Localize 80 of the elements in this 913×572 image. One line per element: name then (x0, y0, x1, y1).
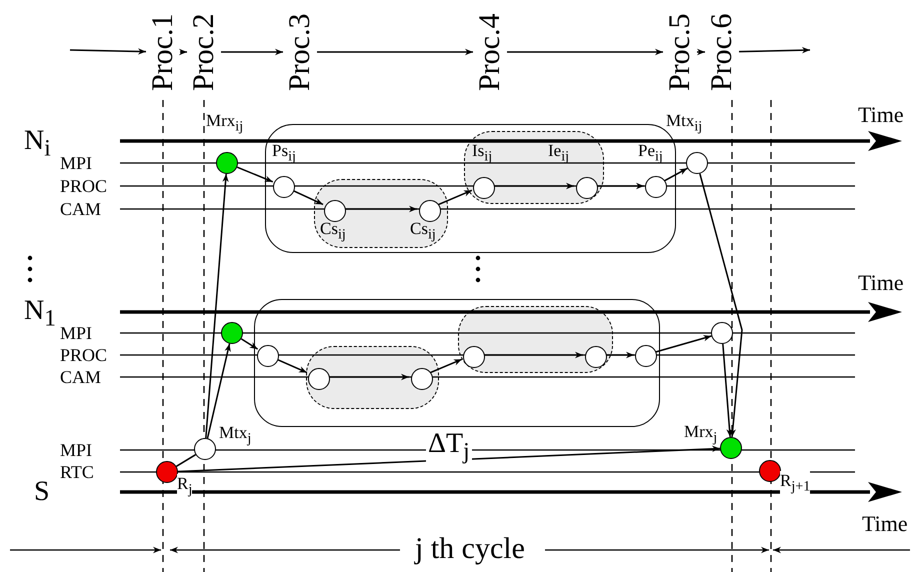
axis-label: Time (858, 104, 904, 126)
event-label: R$_{j+1}$ (780, 471, 810, 495)
arrow (493, 182, 574, 190)
lane-label: CAM (60, 368, 102, 386)
arrow (596, 182, 644, 190)
arrow (236, 166, 274, 183)
event-circle (257, 345, 279, 367)
arrow (483, 352, 583, 358)
arrow (179, 48, 187, 56)
arrow (276, 358, 308, 374)
lane-label: CAM (60, 200, 102, 218)
event-circle (216, 152, 238, 174)
event-circle (576, 177, 598, 199)
event-label: Mrx$_{ij}$ (206, 112, 244, 134)
task-group-box (458, 306, 613, 373)
process-label: Proc.5 (663, 10, 697, 94)
row-label: N$_{i}$ (24, 127, 51, 161)
event-circle (645, 176, 667, 198)
arrow (655, 335, 712, 353)
arrow (722, 344, 733, 438)
event-label: Mtx$_{j}$ (219, 424, 252, 446)
lane-label: MPI (60, 324, 92, 342)
arrow (221, 48, 283, 56)
lane-label: MPI (60, 441, 92, 459)
lane-label: PROC (60, 177, 108, 195)
arrow (738, 46, 810, 54)
lane-label: MPI (60, 154, 92, 172)
event-label: Cs$_{ij}$ (410, 220, 436, 242)
task-group-box (314, 179, 448, 248)
arrow (317, 48, 473, 56)
process-label: Proc.2 (187, 10, 221, 94)
axis-label: Time (858, 272, 904, 294)
event-circle (473, 177, 495, 199)
arrow (605, 352, 634, 358)
arrow (328, 374, 409, 380)
arrow (205, 174, 229, 438)
task-group-box (464, 131, 604, 204)
event-circle (759, 460, 781, 482)
event-circle (324, 200, 346, 222)
arrow (430, 358, 462, 374)
event-label: Cs$_{ij}$ (320, 220, 346, 242)
node-frame-box (254, 299, 660, 427)
event-label: Mrx$_{j}$ (684, 423, 718, 445)
event-circle (411, 368, 433, 390)
arrow (699, 173, 743, 438)
process-label: Proc.1 (146, 10, 180, 94)
event-circle (194, 438, 216, 460)
arrow (344, 206, 417, 212)
axis-label: Time (862, 513, 908, 535)
event-circle (156, 461, 178, 483)
arrow (240, 338, 258, 350)
arrow (697, 48, 705, 56)
process-label: Proc.6 (705, 10, 739, 94)
arrow (292, 190, 324, 206)
event-circle (585, 346, 607, 368)
arrow (178, 446, 720, 472)
event-circle (711, 322, 733, 344)
row-label: N$_{1}$ (24, 297, 56, 331)
connector-line (176, 454, 196, 467)
row-label: S (34, 478, 50, 506)
arrow (206, 344, 231, 438)
lane-label: PROC (60, 346, 108, 364)
task-group-box (306, 346, 439, 409)
event-circle (720, 437, 742, 459)
event-circle (221, 322, 243, 344)
arrow (438, 190, 472, 206)
lane-label: RTC (60, 463, 94, 481)
process-label: Proc.4 (473, 10, 507, 94)
arrow (70, 48, 146, 55)
event-circle (686, 152, 708, 174)
event-circle (635, 345, 657, 367)
event-circle (273, 176, 295, 198)
arrow (664, 168, 688, 182)
arrow (507, 48, 663, 56)
process-label: Proc.3 (283, 10, 317, 94)
event-label: Mtx$_{ij}$ (666, 112, 702, 134)
event-circle (419, 200, 441, 222)
event-circle (308, 368, 330, 390)
event-label: R$_{j}$ (177, 474, 192, 498)
event-circle (463, 346, 485, 368)
